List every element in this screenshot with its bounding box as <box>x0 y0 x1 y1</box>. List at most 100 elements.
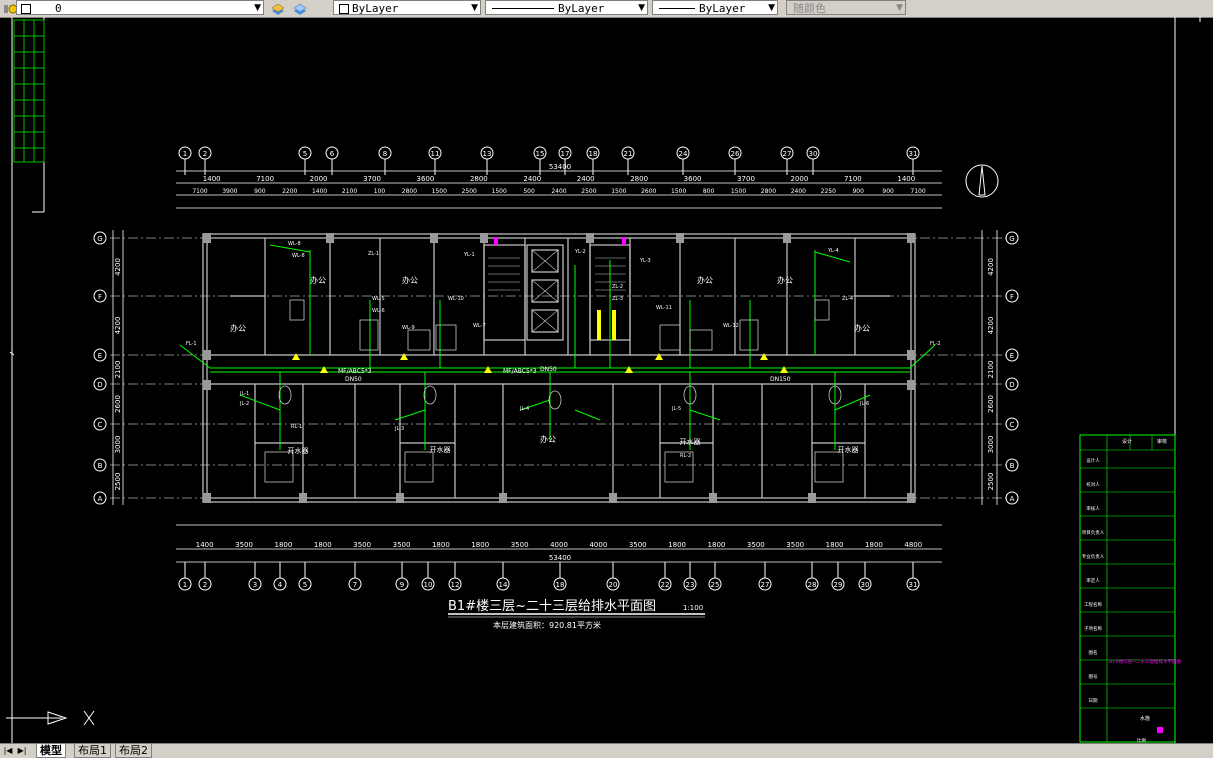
linetype-value: ByLayer <box>558 2 605 15</box>
axis-label: 24 <box>679 150 688 158</box>
dimension-text-2: 1500 <box>731 188 746 195</box>
tb-header-2: 审核 <box>1157 438 1167 445</box>
axis-label-left: C <box>98 421 103 429</box>
axis-bubble-left <box>93 289 107 303</box>
axis-label: 20 <box>609 581 618 589</box>
last-tab-icon[interactable]: ▶| <box>17 746 27 755</box>
plumbing-fixtures <box>264 299 844 483</box>
dimension-text-2: 900 <box>852 188 864 195</box>
dimension-text-2: 2500 <box>581 188 596 195</box>
axis-label: 10 <box>424 581 433 589</box>
axis-bubble-left <box>93 231 107 245</box>
axis-label: 31 <box>909 150 918 158</box>
axis-label: 29 <box>834 581 843 589</box>
axis-label-right: G <box>1009 235 1014 243</box>
axis-bubble-left <box>93 491 107 505</box>
extinguisher-markers <box>292 310 788 373</box>
riser-label: WL-8 <box>292 253 305 259</box>
first-tab-icon[interactable]: |◀ <box>3 746 13 755</box>
axis-bubble-right <box>1005 348 1019 362</box>
layer-previous-icon[interactable] <box>292 1 308 15</box>
dimension-text: 2000 <box>310 175 328 183</box>
axis-label: 2 <box>203 581 207 589</box>
room-label: 办公 <box>777 275 793 285</box>
linetype-preview <box>492 8 554 9</box>
dimension-text: 1800 <box>314 541 332 549</box>
axis-label-left: G <box>97 235 102 243</box>
layer-dropdown[interactable]: 0 ▼ <box>16 0 264 15</box>
dimension-text-2: 1500 <box>611 188 626 195</box>
axis-label: 25 <box>711 581 720 589</box>
axis-label: 21 <box>624 150 633 158</box>
axis-label: 18 <box>589 150 598 158</box>
dimension-text-2: 2250 <box>821 188 836 195</box>
axis-label-right: A <box>1010 495 1015 503</box>
axis-label-left: D <box>97 381 102 389</box>
structural-columns <box>203 233 915 503</box>
pipe-label: DN50 <box>540 366 557 373</box>
top-dimension-lines <box>176 170 942 209</box>
north-arrow <box>965 164 999 198</box>
dimension-text-right: 4200 <box>987 258 995 276</box>
dimension-text-2: 900 <box>882 188 894 195</box>
axis-bubble-left <box>93 417 107 431</box>
axis-label: 13 <box>483 150 492 158</box>
riser-label: YL-4 <box>827 248 839 254</box>
dimension-text: 3500 <box>786 541 804 549</box>
riser-label: YL-1 <box>463 252 475 258</box>
tb-row-label: 日期 <box>1089 698 1098 704</box>
boiler-label: 开水器 <box>430 445 451 454</box>
axis-bubble-right <box>1005 377 1019 391</box>
axis-label: 3 <box>253 581 257 589</box>
axis-label-left: A <box>98 495 103 503</box>
tb-drawing-name: B1#楼三层~二十三层给排水平面图 <box>1109 658 1181 665</box>
pipe-label: DN50 <box>345 376 362 383</box>
lineweight-dropdown[interactable]: ByLayer ▼ <box>652 0 778 15</box>
pipe-label: DN150 <box>770 376 791 383</box>
dimension-text-2: 1500 <box>432 188 447 195</box>
axis-label: 1 <box>183 150 187 158</box>
dimension-text-left: 4200 <box>114 258 122 276</box>
dimension-text-left: 3000 <box>114 436 122 454</box>
riser-label: WL-10 <box>448 296 464 302</box>
dimension-text-right: 3000 <box>987 436 995 454</box>
pipe-label: MF/ABC5*3 <box>503 368 537 375</box>
plotstyle-dropdown: 随颜色 ▼ <box>786 0 906 15</box>
tab-layout1[interactable]: 布局1 <box>74 744 111 758</box>
dimension-text-2: 2500 <box>462 188 477 195</box>
color-value: ByLayer <box>352 2 399 15</box>
dimension-text: 1800 <box>865 541 883 549</box>
tab-model[interactable]: 模型 <box>36 744 66 758</box>
axis-label: 14 <box>499 581 508 589</box>
dimension-text: 1400 <box>203 175 221 183</box>
axis-label: 5 <box>303 150 307 158</box>
linetype-dropdown[interactable]: ByLayer ▼ <box>485 0 648 15</box>
dimension-text: 3500 <box>747 541 765 549</box>
axis-label: 2 <box>203 150 207 158</box>
dimension-text-2: 2600 <box>641 188 656 195</box>
dimension-text-2: 800 <box>703 188 715 195</box>
chevron-down-icon: ▼ <box>254 3 261 13</box>
dimension-text: 3500 <box>511 541 529 549</box>
color-dropdown[interactable]: ByLayer ▼ <box>333 0 481 15</box>
dimension-text-right: 2100 <box>987 361 995 379</box>
layer-manager-icon[interactable] <box>270 1 286 15</box>
axis-label: 6 <box>330 150 335 158</box>
axis-label: 15 <box>536 150 545 158</box>
dimension-text: 3600 <box>684 175 702 183</box>
dimension-text-2: 2400 <box>551 188 566 195</box>
area-note: 本层建筑面积：920.81平方米 <box>493 620 601 630</box>
tab-layout2[interactable]: 布局2 <box>115 744 152 758</box>
dimension-text: 3600 <box>417 175 435 183</box>
axis-label: 31 <box>909 581 918 589</box>
legend-grid <box>13 19 45 163</box>
chevron-down-icon: ▼ <box>768 3 775 13</box>
ucs-icon <box>6 351 95 726</box>
axis-label: 11 <box>431 150 440 158</box>
riser-label: WL-7 <box>473 323 486 329</box>
room-label: 办公 <box>402 275 418 285</box>
dimension-text: 1800 <box>826 541 844 549</box>
